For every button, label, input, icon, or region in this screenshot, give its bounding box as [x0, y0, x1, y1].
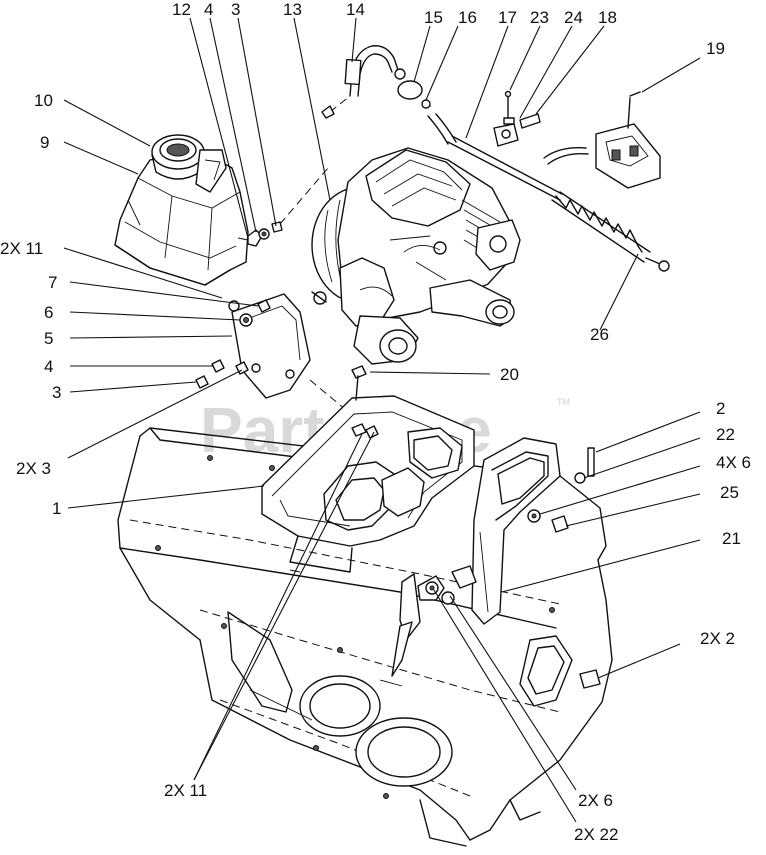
fuel-line	[321, 45, 457, 145]
callout-3-left: 3	[52, 383, 61, 402]
fuel-tank	[114, 134, 249, 286]
leader-lines	[63, 17, 701, 823]
callout-14: 14	[346, 0, 365, 19]
callout-2: 2	[716, 399, 725, 418]
mount-plate	[261, 365, 475, 573]
throttle-cable	[447, 90, 670, 272]
callout-23: 23	[530, 8, 549, 27]
callout-4x6: 4X 6	[716, 453, 751, 472]
callout-2x11-bottom: 2X 11	[164, 781, 207, 800]
callout-18: 18	[598, 8, 617, 27]
engine	[311, 147, 521, 365]
callout-7: 7	[48, 273, 57, 292]
callout-4-left: 4	[44, 357, 53, 376]
callout-12: 12	[172, 0, 191, 19]
callout-16: 16	[458, 8, 477, 27]
callout-2x2: 2X 2	[700, 629, 735, 648]
callout-25: 25	[720, 483, 739, 502]
watermark-trademark: TM	[557, 397, 570, 407]
callout-2x22: 2X 22	[574, 825, 618, 844]
engine-bracket	[195, 293, 371, 431]
callout-24: 24	[564, 8, 583, 27]
callout-17: 17	[498, 8, 517, 27]
callout-6: 6	[44, 303, 53, 322]
callout-1: 1	[52, 499, 61, 518]
side-bracket	[391, 437, 601, 707]
callout-26: 26	[590, 325, 609, 344]
callout-labels: 12 4 3 13 14 15 16 17 23 24 18 19 10 9 2…	[0, 0, 751, 844]
callout-3-top: 3	[231, 0, 240, 19]
callout-5: 5	[44, 329, 53, 348]
callout-20: 20	[500, 365, 519, 384]
callout-10: 10	[34, 91, 53, 110]
callout-21: 21	[722, 529, 741, 548]
callout-13: 13	[283, 0, 302, 19]
callout-9: 9	[40, 133, 49, 152]
callout-15: 15	[424, 8, 443, 27]
callout-22: 22	[716, 425, 735, 444]
callout-4-top: 4	[204, 0, 213, 19]
callout-19: 19	[706, 39, 725, 58]
callout-2x6: 2X 6	[578, 791, 613, 810]
callout-2x3: 2X 3	[16, 459, 51, 478]
tank-fasteners	[247, 167, 329, 247]
callout-2x11-top: 2X 11	[0, 239, 43, 258]
